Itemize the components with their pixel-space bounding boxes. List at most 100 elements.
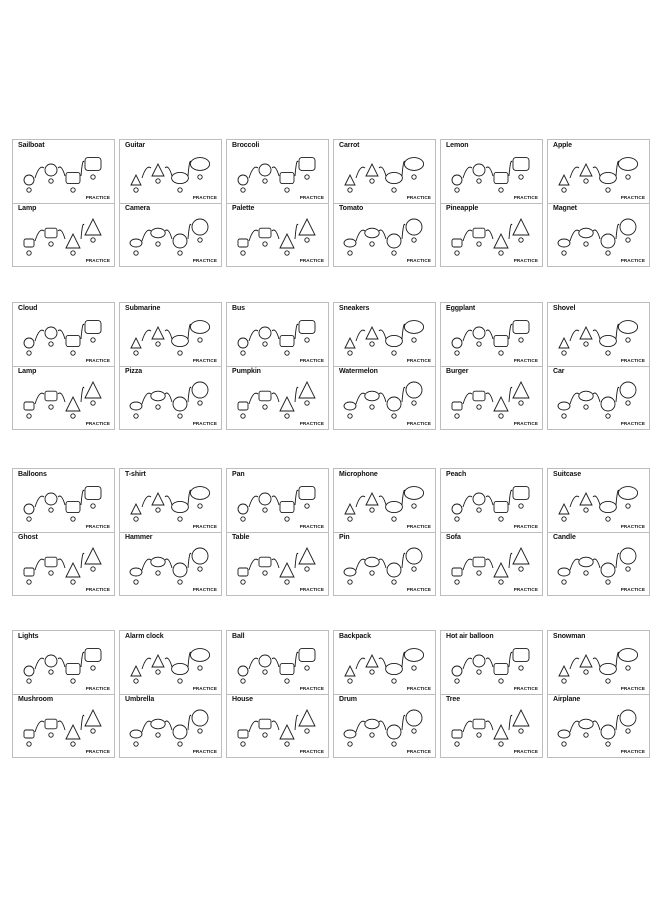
panel-title: Sneakers <box>339 305 370 312</box>
step-number-marker <box>476 669 482 675</box>
practice-label: PRACTICE <box>85 587 110 592</box>
step-number-marker <box>155 178 161 184</box>
drawing-step-shape <box>619 218 637 236</box>
step-arrow <box>508 489 513 506</box>
step-number-marker <box>240 413 246 419</box>
step-number-marker <box>518 503 524 509</box>
drawing-step-shape <box>279 662 295 676</box>
step-number-marker <box>90 174 96 180</box>
panel-title: Lamp <box>18 205 37 212</box>
panel-title: Burger <box>446 368 469 375</box>
step-arrow <box>462 558 473 571</box>
step-arrow <box>271 657 280 668</box>
step-arrow <box>57 657 66 668</box>
drawing-step-shape <box>44 556 58 568</box>
step-number-marker <box>177 579 183 585</box>
step-number-marker <box>177 350 183 356</box>
step-arrow <box>34 166 45 179</box>
practice-label: PRACTICE <box>299 258 324 263</box>
step-arrow <box>378 657 387 668</box>
step-number-marker <box>518 566 524 572</box>
drawing-step-shape <box>472 492 486 506</box>
drawing-step-shape <box>258 492 272 506</box>
drawing-step-shape <box>279 395 295 412</box>
step-number-marker <box>304 665 310 671</box>
step-number-marker <box>454 250 460 256</box>
step-arrow <box>462 392 473 405</box>
drawing-step-shape <box>385 500 403 514</box>
step-number-marker <box>411 566 417 572</box>
step-arrow <box>271 166 280 177</box>
step-number-marker <box>454 678 460 684</box>
drawing-step-shape <box>600 396 616 412</box>
step-number-marker <box>518 665 524 671</box>
drawing-step-shape <box>151 325 165 340</box>
drawing-step-shape <box>298 320 316 334</box>
panel-title: Lamp <box>18 368 37 375</box>
step-arrow <box>592 166 601 177</box>
step-arrow <box>248 329 259 342</box>
step-arrow <box>80 552 85 569</box>
drawing-step-shape <box>237 337 249 349</box>
drawing-steps-illustration <box>23 546 102 585</box>
drawing-steps-illustration <box>558 486 639 522</box>
drawing-steps-illustration <box>23 486 102 522</box>
drawing-step-shape <box>343 567 357 577</box>
panel-title: T-shirt <box>125 471 146 478</box>
step-arrow <box>187 552 192 569</box>
drawing-step-shape <box>493 662 509 676</box>
step-number-marker <box>133 678 139 684</box>
step-arrow <box>485 392 494 403</box>
step-number-marker <box>561 250 567 256</box>
practice-label: PRACTICE <box>513 258 538 263</box>
drawing-step-shape <box>171 500 189 514</box>
step-arrow <box>141 329 152 342</box>
drawing-steps-illustration <box>343 709 423 747</box>
drawing-steps-illustration <box>129 218 209 256</box>
step-arrow <box>271 329 280 340</box>
panel-title: Umbrella <box>125 696 155 703</box>
step-number-marker <box>605 579 611 585</box>
panel-title: Magnet <box>553 205 577 212</box>
practice-label: PRACTICE <box>192 524 217 529</box>
step-arrow <box>569 657 580 670</box>
step-arrow <box>80 386 85 403</box>
panel-title: Balloons <box>18 471 47 478</box>
drawing-steps-illustration <box>237 157 316 193</box>
step-number-marker <box>177 516 183 522</box>
drawing-step-shape <box>385 171 403 185</box>
drawing-step-shape <box>65 723 81 740</box>
drawing-step-shape <box>599 500 617 514</box>
step-number-marker <box>48 570 54 576</box>
panel-title: Lemon <box>446 142 469 149</box>
drawing-step-shape <box>129 401 143 411</box>
panel-title: Hammer <box>125 534 153 541</box>
step-arrow <box>187 714 192 731</box>
step-number-marker <box>391 678 397 684</box>
drawing-step-shape <box>189 648 211 662</box>
practice-label: PRACTICE <box>85 421 110 426</box>
panel-title: Sailboat <box>18 142 45 149</box>
panel-title: House <box>232 696 253 703</box>
practice-label: PRACTICE <box>620 524 645 529</box>
step-number-marker <box>561 350 567 356</box>
step-number-marker <box>262 178 268 184</box>
panel-title: Submarine <box>125 305 161 312</box>
drawing-step-shape <box>557 401 571 411</box>
drawing-step-shape <box>44 390 58 402</box>
panel-title: Eggplant <box>446 305 476 312</box>
drawing-steps-illustration <box>344 648 425 684</box>
step-number-marker <box>583 669 589 675</box>
step-number-marker <box>133 350 139 356</box>
practice-label: PRACTICE <box>406 749 431 754</box>
